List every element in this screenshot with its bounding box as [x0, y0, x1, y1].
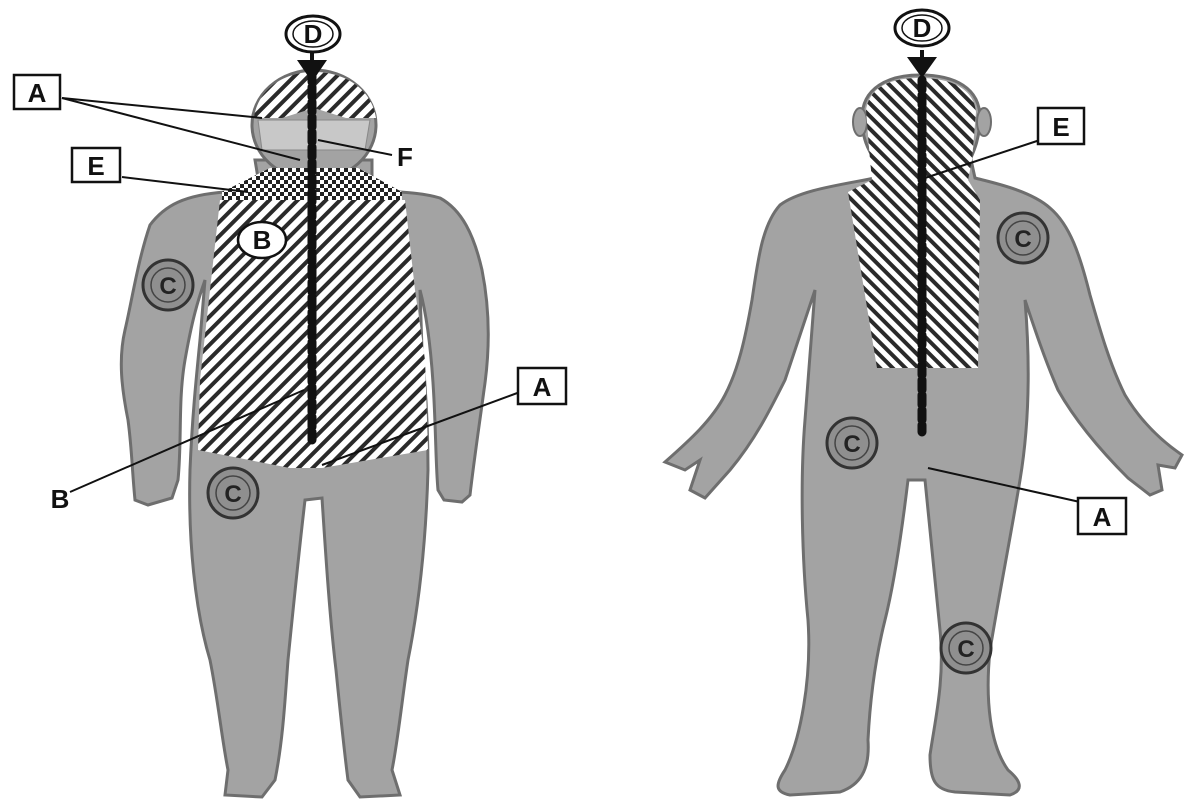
front-label-c-arm: C	[159, 273, 176, 300]
front-label-c-thigh: C	[224, 481, 241, 508]
back-label-d: D	[913, 13, 932, 43]
front-label-f: F	[397, 142, 413, 172]
front-label-b-lower: B	[51, 484, 70, 514]
front-label-a-top: A	[28, 78, 47, 108]
back-left-ear	[853, 108, 867, 136]
back-figure: D E A C C C	[665, 10, 1182, 795]
back-label-c-calf: C	[957, 636, 974, 663]
front-label-a-groin: A	[533, 372, 552, 402]
back-right-ear	[977, 108, 991, 136]
back-label-e: E	[1052, 112, 1069, 142]
back-label-c-arm: C	[1014, 226, 1031, 253]
front-label-d: D	[304, 19, 323, 49]
back-label-a: A	[1093, 502, 1112, 532]
back-label-c-buttock: C	[843, 431, 860, 458]
front-label-b-chest: B	[253, 225, 272, 255]
front-figure: D A E F B B A C C	[14, 16, 566, 797]
front-label-e: E	[87, 151, 104, 181]
